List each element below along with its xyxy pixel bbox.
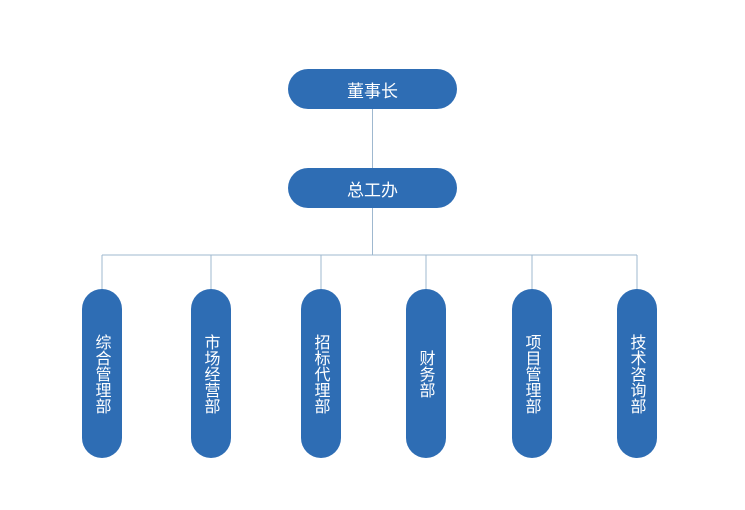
node-dept-technical-consulting: 技术咨询部 xyxy=(617,289,657,458)
dept-label: 综合管理部 xyxy=(92,333,112,414)
node-dept-project-management: 项目管理部 xyxy=(512,289,552,458)
node-dept-general-management: 综合管理部 xyxy=(82,289,122,458)
dept-label: 项目管理部 xyxy=(522,333,542,414)
node-chief-engineer-office-label: 总工办 xyxy=(347,180,398,201)
node-dept-finance: 财务部 xyxy=(406,289,446,458)
dept-label: 市场经营部 xyxy=(201,333,221,414)
node-dept-marketing: 市场经营部 xyxy=(191,289,231,458)
node-chairman-label: 董事长 xyxy=(347,81,398,102)
node-chairman: 董事长 xyxy=(288,69,457,109)
node-chief-engineer-office: 总工办 xyxy=(288,168,457,208)
node-dept-bidding-agency: 招标代理部 xyxy=(301,289,341,458)
dept-label: 招标代理部 xyxy=(311,333,331,414)
dept-label: 技术咨询部 xyxy=(627,333,647,414)
dept-label: 财务部 xyxy=(416,349,436,398)
